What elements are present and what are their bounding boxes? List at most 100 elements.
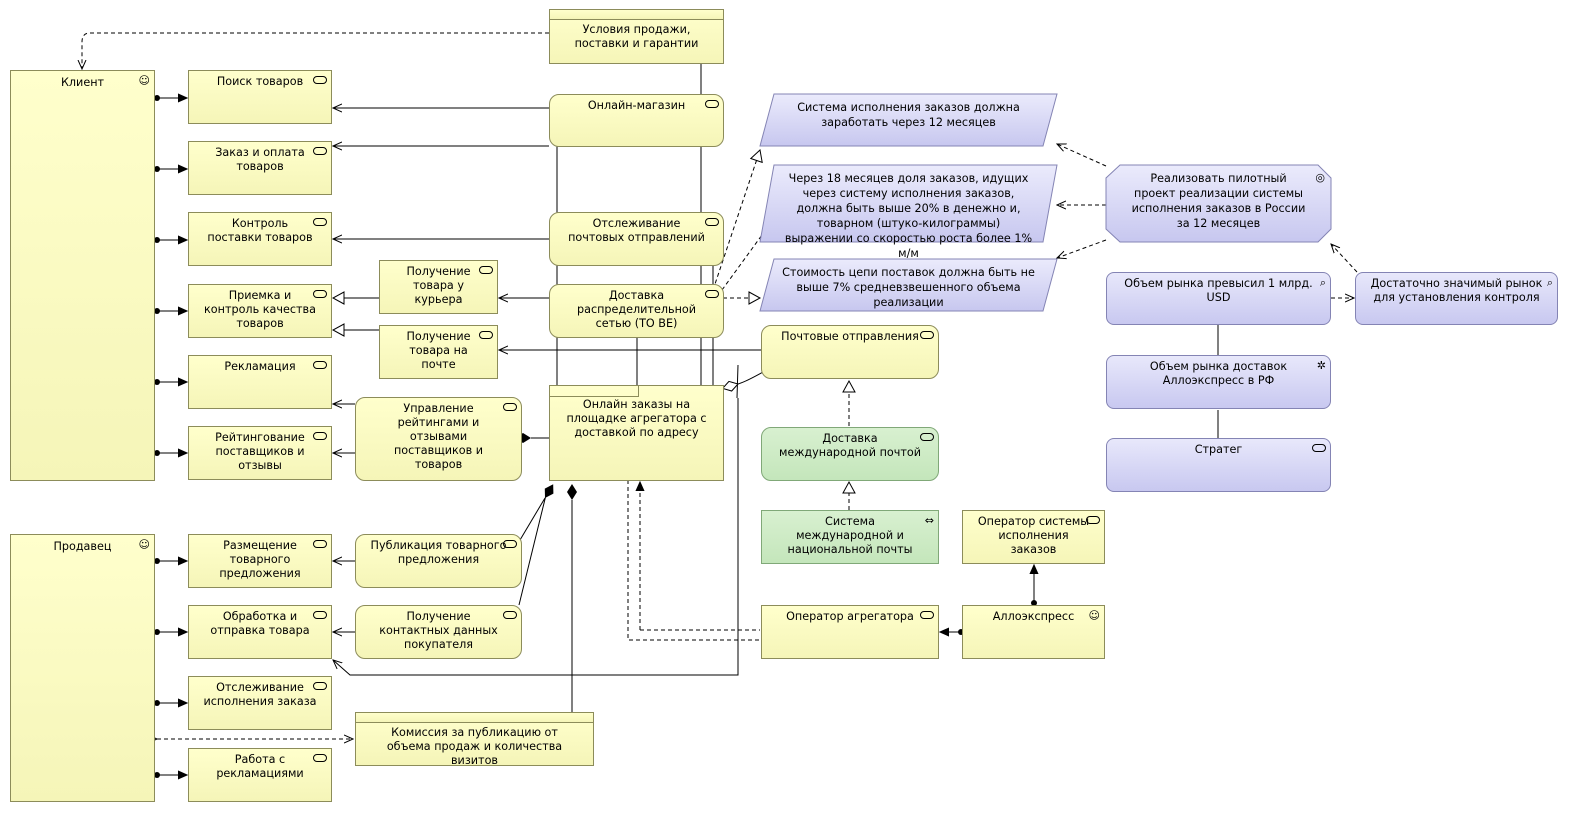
service-pill-icon — [313, 290, 327, 298]
service-pill-icon — [313, 611, 327, 619]
postal-service[interactable]: Почтовые отправления — [761, 325, 939, 379]
service-pill-icon — [313, 361, 327, 369]
client-label: Клиент — [60, 76, 105, 89]
goal-shape — [1105, 164, 1332, 243]
service-pill-icon — [503, 403, 517, 411]
requirement-3[interactable]: Стоимость цепи поставок должна быть не в… — [760, 261, 1057, 311]
service-pill-icon — [313, 540, 327, 548]
requirement-1-shape — [759, 93, 1058, 147]
market-driver-label: Объем рынка доставок Аллоэкспресс в РФ — [1149, 360, 1288, 387]
exec-tracking-label: Отслеживание исполнения заказа — [203, 681, 317, 708]
service-pill-icon — [503, 540, 517, 548]
service-pill-icon — [705, 218, 719, 226]
processing-label: Обработка и отправка товара — [210, 610, 310, 637]
service-pill-icon — [503, 611, 517, 619]
placement-label: Размещение товарного предложения — [219, 539, 301, 580]
contract-header-bar — [356, 713, 593, 723]
stick-figure-icon: ☺ — [138, 74, 150, 87]
service-pill-icon — [920, 331, 934, 339]
placement-process[interactable]: Размещение товарного предложения — [188, 534, 332, 588]
market-assessment-1-label: Объем рынка превысил 1 млрд. USD — [1124, 277, 1313, 304]
search-process[interactable]: Поиск товаров — [188, 70, 332, 124]
search-label: Поиск товаров — [216, 75, 304, 88]
service-pill-icon — [1312, 444, 1326, 452]
service-pill-icon — [479, 266, 493, 274]
online-shop-service[interactable]: Онлайн-магазин — [549, 94, 724, 147]
service-pill-icon — [313, 754, 327, 762]
market-driver[interactable]: Объем рынка доставок Аллоэкспресс в РФ ✲ — [1106, 355, 1331, 409]
online-orders-product[interactable]: Онлайн заказы на площадке агрегатора с д… — [549, 385, 724, 481]
manage-ratings-label: Управление рейтингами и отзывами поставщ… — [393, 402, 484, 471]
commission-contract[interactable]: Комиссия за публикацию от объема продаж … — [355, 712, 594, 767]
intl-system-interface[interactable]: Система международной и национальной поч… — [761, 510, 939, 564]
target-icon: ◎ — [1315, 171, 1325, 184]
double-arrow-icon: ⇔ — [924, 514, 934, 527]
magnifier-icon: ⌕ — [1319, 276, 1326, 289]
post-receive-label: Получение товара на почте — [406, 330, 471, 371]
distribution-label: Доставка распределительной сетью (TO BE) — [576, 289, 697, 330]
claims-work-process[interactable]: Работа с рекламациями — [188, 748, 332, 802]
service-pill-icon — [313, 432, 327, 440]
intl-delivery-label: Доставка международной почтой — [779, 432, 921, 459]
contacts-label: Получение контактных данных покупателя — [379, 610, 498, 651]
manage-ratings-service[interactable]: Управление рейтингами и отзывами поставщ… — [355, 397, 522, 481]
requirement-2-shape — [759, 164, 1058, 243]
requirement-1-label: Система исполнения заказов должна зарабо… — [797, 101, 1020, 129]
rating-label: Рейтингование поставщиков и отзывы — [215, 431, 305, 472]
goal[interactable]: Реализовать пилотный проект реализации с… — [1106, 167, 1331, 242]
contacts-service[interactable]: Получение контактных данных покупателя — [355, 605, 522, 659]
claims-work-label: Работа с рекламациями — [216, 753, 304, 780]
wheel-icon: ✲ — [1316, 359, 1326, 372]
client-actor[interactable]: Клиент ☺ — [10, 70, 155, 481]
seller-actor[interactable]: Продавец ☺ — [10, 534, 155, 802]
order-system-operator-role[interactable]: Оператор системы исполнения заказов — [962, 510, 1105, 564]
receive-control-label: Приемка и контроль качества товаров — [204, 289, 316, 330]
alloexpress-actor[interactable]: Аллоэкспресс ☺ — [962, 605, 1105, 659]
market-assessment-1[interactable]: Объем рынка превысил 1 млрд. USD ⌕ — [1106, 272, 1331, 325]
service-pill-icon — [1086, 516, 1100, 524]
receive-control-process[interactable]: Приемка и контроль качества товаров — [188, 284, 332, 338]
courier-label: Получение товара у курьера — [406, 265, 471, 306]
service-pill-icon — [920, 433, 934, 441]
claims-process[interactable]: Рекламация — [188, 355, 332, 409]
postal-label: Почтовые отправления — [781, 330, 919, 343]
service-pill-icon — [313, 147, 327, 155]
service-pill-icon — [313, 682, 327, 690]
sale-terms-label: Условия продажи, поставки и гарантии — [574, 23, 699, 50]
order-pay-process[interactable]: Заказ и оплата товаров — [188, 141, 332, 195]
aggregator-role[interactable]: Оператор агрегатора — [761, 605, 939, 659]
requirement-2[interactable]: Через 18 месяцев доля заказов, идущих че… — [760, 167, 1057, 260]
rating-process[interactable]: Рейтингование поставщиков и отзывы — [188, 426, 332, 480]
exec-tracking-process[interactable]: Отслеживание исполнения заказа — [188, 676, 332, 730]
order-system-operator-label: Оператор системы исполнения заказов — [977, 515, 1090, 556]
service-pill-icon — [479, 331, 493, 339]
product-tab — [550, 386, 639, 397]
intl-system-label: Система международной и национальной поч… — [787, 515, 913, 556]
courier-service[interactable]: Получение товара у курьера — [379, 260, 498, 314]
intl-delivery-service[interactable]: Доставка международной почтой — [761, 427, 939, 481]
publish-service[interactable]: Публикация товарного предложения — [355, 534, 522, 588]
aggregator-label: Оператор агрегатора — [786, 610, 914, 623]
stick-figure-icon: ☺ — [138, 538, 150, 551]
delivery-control-label: Контроль поставки товаров — [207, 217, 313, 244]
tracking-label: Отслеживание почтовых отправлений — [568, 217, 705, 244]
distribution-service[interactable]: Доставка распределительной сетью (TO BE) — [549, 284, 724, 338]
market-assessment-2[interactable]: Достаточно значимый рынок для установлен… — [1355, 272, 1558, 325]
sale-terms-object[interactable]: Условия продажи, поставки и гарантии — [549, 9, 724, 64]
delivery-control-process[interactable]: Контроль поставки товаров — [188, 212, 332, 266]
requirement-1[interactable]: Система исполнения заказов должна зарабо… — [760, 96, 1057, 146]
object-header-bar — [550, 10, 723, 20]
requirement-3-shape — [759, 258, 1058, 312]
requirement-3-label: Стоимость цепи поставок должна быть не в… — [782, 266, 1035, 309]
strategist-role[interactable]: Стратег — [1106, 438, 1331, 492]
market-assessment-2-label: Достаточно значимый рынок для установлен… — [1370, 277, 1543, 304]
processing-process[interactable]: Обработка и отправка товара — [188, 605, 332, 659]
tracking-service[interactable]: Отслеживание почтовых отправлений — [549, 212, 724, 266]
magnifier-icon: ⌕ — [1546, 276, 1553, 289]
service-pill-icon — [313, 76, 327, 84]
post-receive-service[interactable]: Получение товара на почте — [379, 325, 498, 379]
publish-label: Публикация товарного предложения — [370, 539, 507, 566]
order-pay-label: Заказ и оплата товаров — [215, 146, 305, 173]
commission-label: Комиссия за публикацию от объема продаж … — [386, 726, 563, 767]
